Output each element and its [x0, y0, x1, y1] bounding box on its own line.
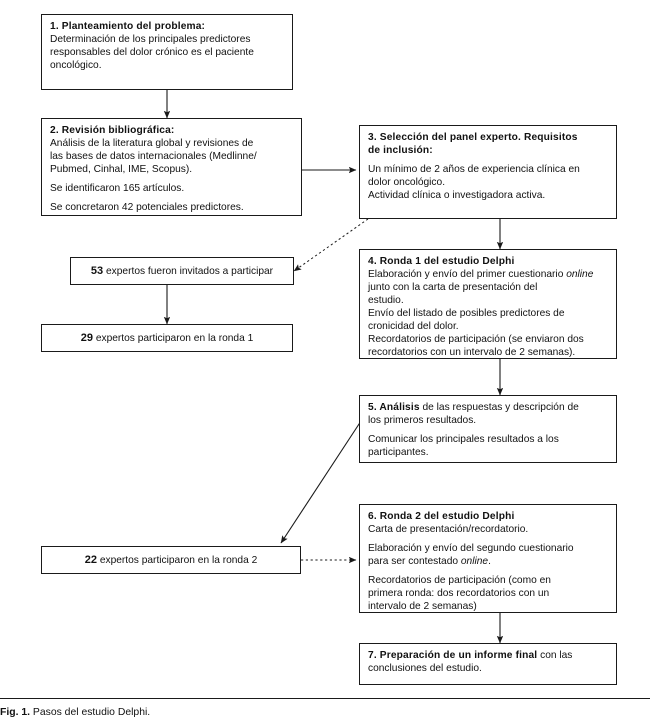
- box-step7-line2: conclusiones del estudio.: [368, 663, 482, 674]
- box-step4-line5: Recordatorios de participación (se envia…: [368, 334, 584, 345]
- box-step1-planteamiento[interactable]: 1. Planteamiento del problema: Determina…: [41, 14, 293, 90]
- box-step6-line6: intervalo de 2 semanas): [368, 601, 477, 612]
- box-step6-heading: 6. Ronda 2 del estudio Delphi: [368, 511, 515, 522]
- box-step6-line3: para ser contestado online.: [368, 555, 609, 568]
- box-step1-line3: oncológico.: [50, 60, 102, 71]
- box-step3-line3: Actividad clínica o investigadora activa…: [368, 190, 546, 201]
- box-step2-heading: 2. Revisión bibliográfica:: [50, 125, 175, 136]
- invited53-text: 53 expertos fueron invitados a participa…: [91, 265, 273, 278]
- box-step2-line4: Se identificaron 165 artículos.: [50, 183, 185, 194]
- box-step3-line2: dolor oncológico.: [368, 177, 446, 188]
- invited53-label: expertos fueron invitados a participar: [103, 265, 274, 277]
- box-step7-line1: 7. Preparación de un informe final con l…: [368, 649, 609, 662]
- box-step3-line1: Un mínimo de 2 años de experiencia clíni…: [368, 164, 580, 175]
- box-step5-analisis[interactable]: 5. Análisis de las respuestas y descripc…: [359, 395, 617, 463]
- box-step1-line1: Determinación de los principales predict…: [50, 34, 251, 45]
- box-step4-line1-a: Elaboración y envío del primer cuestiona…: [368, 269, 567, 280]
- round2-number: 22: [84, 553, 97, 566]
- box-step5-line3: Comunicar los principales resultados a l…: [368, 434, 559, 445]
- box-step6-line5: primera ronda: dos recordatorios con un: [368, 588, 550, 599]
- box-step6-ronda2[interactable]: 6. Ronda 2 del estudio Delphi Carta de p…: [359, 504, 617, 613]
- figure-caption-label: Fig. 1.: [0, 707, 31, 718]
- box-step4-line4: cronicidad del dolor.: [368, 321, 459, 332]
- box-step7-heading: 7. Preparación de un informe final: [368, 650, 538, 661]
- round2-text: 22 expertos participaron en la ronda 2: [85, 554, 258, 567]
- box-step4-ronda1[interactable]: 4. Ronda 1 del estudio Delphi Elaboració…: [359, 249, 617, 359]
- box-step6-line4: Recordatorios de participación (como en: [368, 575, 551, 586]
- box-step2-line5: Se concretaron 42 potenciales predictore…: [50, 202, 244, 213]
- box-step3-seleccion-panel[interactable]: 3. Selección del panel experto. Requisit…: [359, 125, 617, 219]
- connector-step3-to-invited53: [293, 218, 369, 272]
- connector-step5-to-round2: [280, 420, 362, 544]
- box-step4-line1-italic: online: [566, 269, 594, 280]
- round2-label: expertos participaron en la ronda 2: [96, 554, 258, 566]
- box-step4-line2: estudio.: [368, 295, 404, 306]
- figure-caption: Fig. 1. Pasos del estudio Delphi.: [0, 706, 650, 720]
- caption-divider-rule: [0, 698, 650, 699]
- box-step3-heading-line1: 3. Selección del panel experto. Requisit…: [368, 132, 578, 143]
- box-step2-line2: las bases de datos internacionales (Medl…: [50, 151, 257, 162]
- box-step7-informe-final[interactable]: 7. Preparación de un informe final con l…: [359, 643, 617, 685]
- box-step5-heading: 5. Análisis: [368, 402, 420, 413]
- box-step6-line3-a: para ser contestado: [368, 556, 461, 567]
- box-step3-heading-line2: de inclusión:: [368, 145, 433, 156]
- round1-number: 29: [80, 331, 93, 344]
- box-step1-line2: responsables del dolor crónico es el pac…: [50, 47, 254, 58]
- box-step1-heading: 1. Planteamiento del problema:: [50, 21, 206, 32]
- box-step4-line1-b: junto con la carta de presentación del: [368, 282, 538, 293]
- box-round1-participants-29[interactable]: 29 expertos participaron en la ronda 1: [41, 324, 293, 352]
- box-step4-line6: recordatorios con un intervalo de 2 sema…: [368, 347, 576, 358]
- box-step2-line3: Pubmed, Cinhal, IME, Scopus).: [50, 164, 193, 175]
- box-step6-line3-b: .: [488, 556, 491, 567]
- box-step4-line1: Elaboración y envío del primer cuestiona…: [368, 268, 609, 294]
- round1-text: 29 expertos participaron en la ronda 1: [81, 332, 254, 345]
- round1-label: expertos participaron en la ronda 1: [92, 332, 254, 344]
- box-step2-revision[interactable]: 2. Revisión bibliográfica: Análisis de l…: [41, 118, 302, 216]
- box-step6-line2: Elaboración y envío del segundo cuestion…: [368, 543, 574, 554]
- figure-caption-text: Pasos del estudio Delphi.: [32, 707, 151, 718]
- box-invited-53-expertos[interactable]: 53 expertos fueron invitados a participa…: [70, 257, 294, 285]
- box-step5-line1: 5. Análisis de las respuestas y descripc…: [368, 401, 609, 414]
- invited53-number: 53: [90, 264, 104, 277]
- box-round2-participants-22[interactable]: 22 expertos participaron en la ronda 2: [41, 546, 301, 574]
- box-step5-line4: participantes.: [368, 447, 429, 458]
- box-step6-line3-italic: online: [460, 556, 489, 567]
- box-step2-line1: Análisis de la literatura global y revis…: [50, 138, 254, 149]
- box-step6-line1: Carta de presentación/recordatorio.: [368, 524, 529, 535]
- box-step4-heading: 4. Ronda 1 del estudio Delphi: [368, 256, 515, 267]
- box-step7-line1-rest: con las: [537, 650, 573, 661]
- box-step5-line1-rest: de las respuestas y descripción de: [419, 402, 579, 413]
- box-step4-line3: Envío del listado de posibles predictore…: [368, 308, 565, 319]
- box-step5-line2: los primeros resultados.: [368, 415, 477, 426]
